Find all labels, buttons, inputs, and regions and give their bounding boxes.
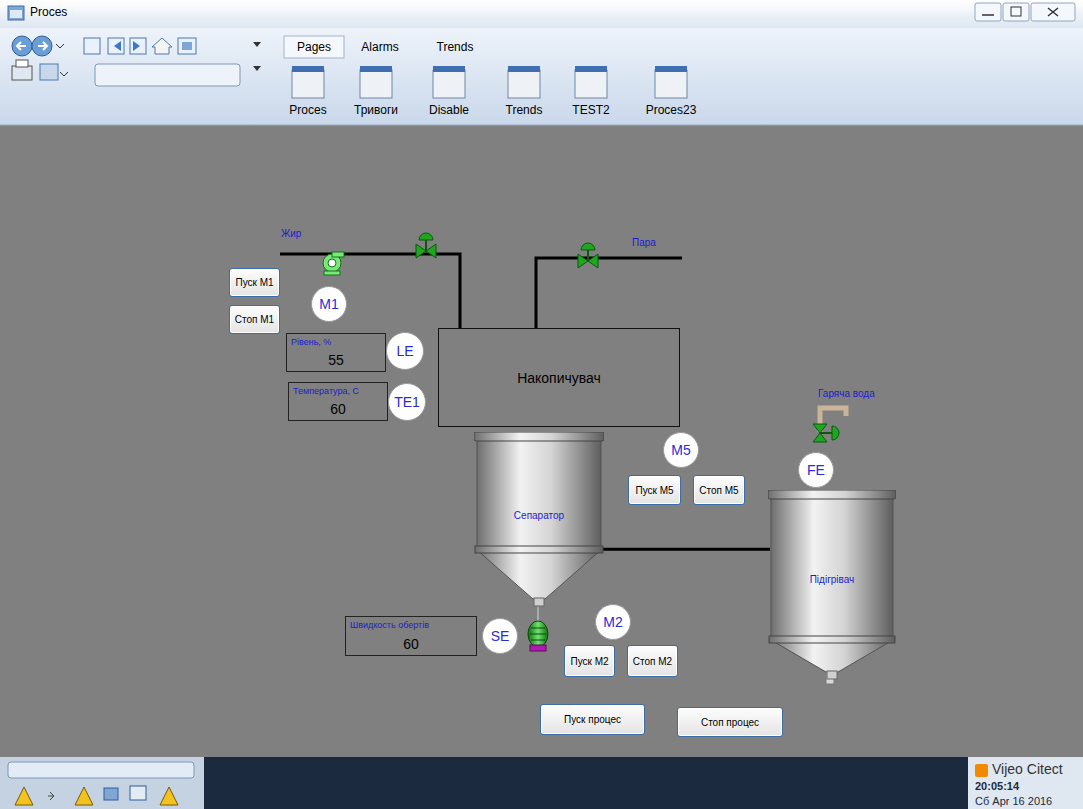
node-text: Накопичувач (517, 370, 601, 386)
instrument-circle: LE (386, 332, 424, 370)
instrument-circle: SE (482, 618, 518, 654)
page-label: TEST2 (572, 103, 609, 117)
node-text: M5 (671, 442, 690, 458)
node-text: SE (491, 628, 510, 644)
push-button: Стоп M1 (229, 305, 280, 334)
instrument-circle: TE1 (388, 383, 426, 421)
display-caption: Швидкость обертів (350, 620, 429, 630)
display-caption: Температура, С (293, 386, 359, 396)
node-text: Стоп M2 (633, 656, 672, 667)
node-text: Пуск процес (564, 714, 621, 725)
node-text: Стоп M1 (235, 314, 274, 325)
node-text: Стоп M5 (699, 485, 738, 496)
push-button: Стоп M2 (627, 645, 678, 677)
page-label: Proces (289, 103, 326, 117)
node-text: Сепаратор (474, 510, 604, 521)
value-display: Швидкость обертів 60 (345, 616, 477, 656)
push-button: Пуск M1 (229, 268, 280, 297)
node-text: Підігрівач (768, 574, 896, 585)
tab-label: Trends (437, 40, 474, 54)
node-text: Пуск M2 (570, 656, 608, 667)
push-button: Стоп процес (677, 707, 783, 737)
instrument-circle: M5 (663, 432, 699, 468)
instrument-circle: M1 (311, 286, 347, 322)
value-display: Температура, С 60 (288, 382, 388, 421)
node-text: TE1 (394, 394, 420, 410)
tank-vessel: Підігрівач (768, 490, 896, 680)
page-label: Trends (506, 103, 543, 117)
node-text: M2 (603, 614, 622, 630)
display-value: 60 (346, 636, 476, 652)
push-button: Стоп M5 (693, 475, 745, 505)
page-label: Тривоги (354, 103, 398, 117)
instrument-circle: FE (798, 452, 834, 488)
pipe-label: Жир (281, 228, 301, 239)
window-title: Proces (30, 5, 67, 19)
display-value: 55 (287, 352, 385, 368)
pipe-label: Пара (632, 237, 656, 248)
push-button: Пуск M5 (628, 475, 681, 505)
process-pipe (602, 548, 770, 551)
node-text: Пуск M5 (635, 485, 673, 496)
vessel-box: Накопичувач (438, 328, 680, 427)
page-label: Disable (429, 103, 469, 117)
display-value: 60 (289, 401, 387, 417)
clock-date: Сб Apr 16 2016 (975, 795, 1052, 807)
display-caption: Рівень, % (291, 337, 331, 347)
brand-label: Vijeo Citect (992, 761, 1063, 777)
value-display: Рівень, % 55 (286, 333, 386, 372)
node-text: Пуск M1 (235, 277, 273, 288)
node-text: LE (396, 343, 413, 359)
page-label: Proces23 (646, 103, 697, 117)
push-button: Пуск процес (540, 704, 645, 735)
node-text: FE (807, 462, 825, 478)
node-text: M1 (319, 296, 338, 312)
tab-label: Pages (297, 40, 331, 54)
instrument-circle: M2 (595, 604, 631, 640)
node-text: Стоп процес (701, 717, 759, 728)
tank-vessel: Сепаратор (474, 432, 604, 607)
clock-time: 20:05:14 (975, 780, 1019, 792)
pipe-label: Гаряча вода (818, 388, 875, 399)
tab-label: Alarms (361, 40, 398, 54)
push-button: Пуск M2 (564, 645, 615, 677)
